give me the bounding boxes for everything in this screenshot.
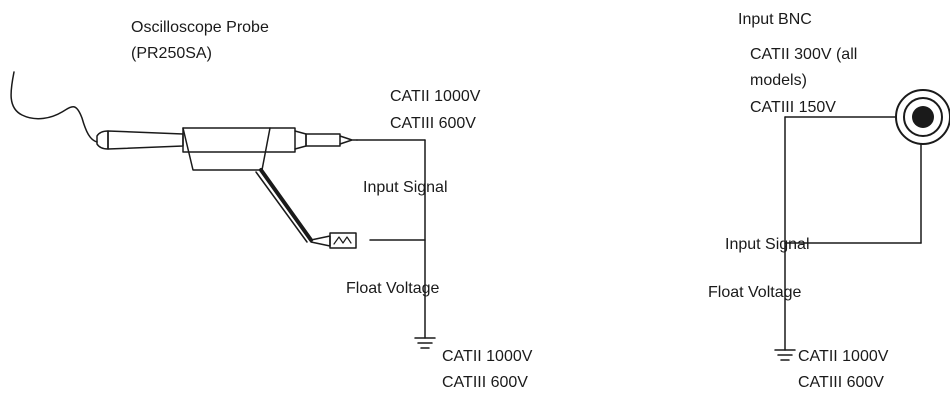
- right-input-signal-label: Input Signal: [725, 236, 810, 253]
- ground-clip-zigzag: [333, 236, 352, 245]
- left-top-rating-catiii: CATIII 600V: [390, 115, 476, 132]
- ground-lead-shadow: [255, 171, 308, 243]
- bnc-rating-catiii: CATIII 150V: [750, 99, 836, 116]
- probe-model: (PR250SA): [131, 45, 212, 62]
- left-ground-rating-catii: CATII 1000V: [442, 348, 533, 365]
- right-ground-rating-catii: CATII 1000V: [798, 348, 889, 365]
- ground-lead: [259, 168, 313, 242]
- right-float-voltage-label: Float Voltage: [708, 284, 802, 301]
- bnc-title: Input BNC: [738, 11, 812, 28]
- left-input-signal-label: Input Signal: [363, 179, 448, 196]
- ground-symbol-icon: [774, 349, 796, 361]
- probe-title: Oscilloscope Probe: [131, 19, 269, 36]
- ground-clip-icon: [310, 235, 331, 247]
- left-ground-rating-catiii: CATIII 600V: [442, 374, 528, 391]
- bnc-rating-catii: CATII 300V (all: [750, 46, 858, 63]
- probe-strain-relief: [96, 130, 109, 150]
- probe-body: [182, 127, 296, 153]
- bnc-rating-models: models): [750, 72, 807, 89]
- probe-collar: [182, 127, 271, 171]
- ground-clip-body: [329, 232, 357, 249]
- probe-tip-icon: [339, 135, 358, 145]
- ground-symbol-icon: [414, 337, 436, 349]
- left-top-rating-catii: CATII 1000V: [390, 88, 481, 105]
- probe-handle: [107, 130, 184, 150]
- bnc-connector-icon: [895, 89, 950, 145]
- probe-cable: [10, 71, 98, 143]
- probe-nose: [294, 130, 307, 150]
- right-ground-rating-catiii: CATIII 600V: [798, 374, 884, 391]
- probe-tip-barrel: [305, 133, 341, 147]
- left-float-voltage-label: Float Voltage: [346, 280, 440, 297]
